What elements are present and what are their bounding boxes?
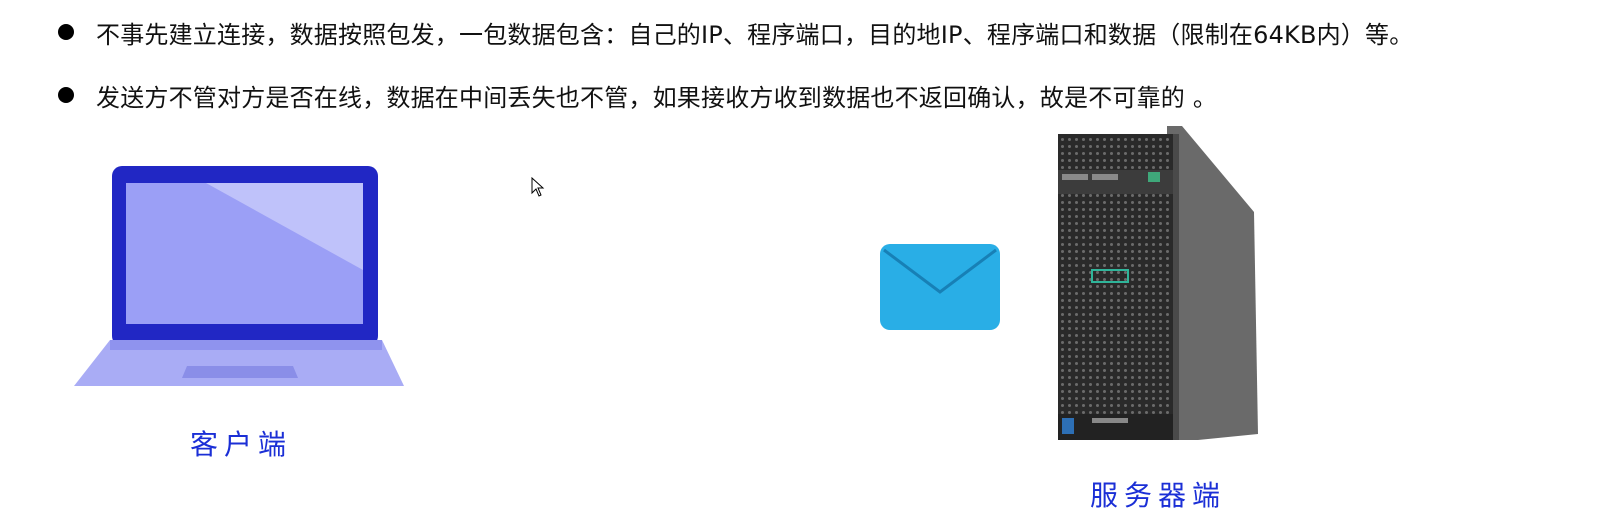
server-tower-icon xyxy=(1058,126,1258,440)
client-label: 客户端 xyxy=(190,428,293,461)
bullet-item-1: 不事先建立连接，数据按照包发，一包数据包含：自己的IP、程序端口，目的地IP、程… xyxy=(58,12,1413,52)
envelope-icon xyxy=(880,244,1000,330)
server-label: 服务器端 xyxy=(1090,479,1227,512)
bullet-dot xyxy=(58,87,74,103)
bullet-text-2: 发送方不管对方是否在线，数据在中间丢失也不管，如果接收方收到数据也不返回确认，故… xyxy=(96,83,1218,112)
bullet-dot xyxy=(58,24,74,40)
mouse-cursor-icon xyxy=(531,177,545,197)
bullet-item-2: 发送方不管对方是否在线，数据在中间丢失也不管，如果接收方收到数据也不返回确认，故… xyxy=(58,75,1217,115)
laptop-icon xyxy=(74,166,404,386)
bullet-text-1: 不事先建立连接，数据按照包发，一包数据包含：自己的IP、程序端口，目的地IP、程… xyxy=(96,20,1414,49)
